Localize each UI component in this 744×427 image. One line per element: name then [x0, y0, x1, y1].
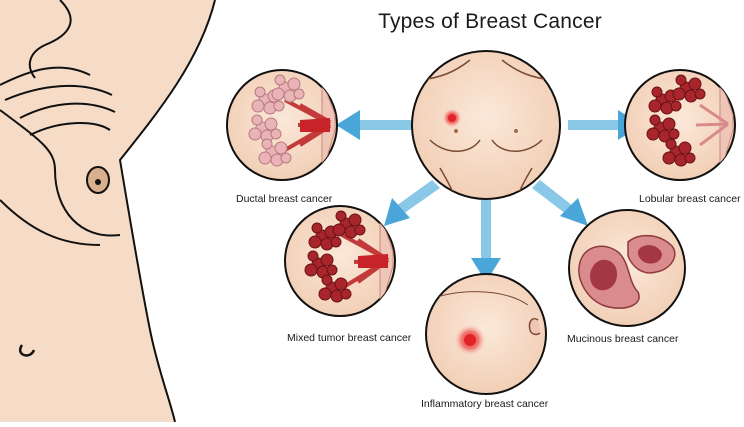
ductal-circle: [227, 70, 337, 180]
mucinous-circle: [569, 210, 685, 326]
label-inflammatory: Inflammatory breast cancer: [421, 398, 548, 410]
label-mucinous: Mucinous breast cancer: [567, 333, 678, 345]
label-ductal: Ductal breast cancer: [236, 193, 332, 205]
arrow-to-mucinous: [532, 180, 588, 226]
mixed-circle: [285, 206, 395, 316]
label-mixed-tumor: Mixed tumor breast cancer: [287, 332, 411, 344]
arrow-to-inflammatory: [471, 200, 501, 282]
lobular-circle: [625, 70, 735, 180]
inflammatory-circle: [426, 274, 546, 394]
arrow-to-mixed: [384, 180, 440, 226]
arrow-to-ductal: [336, 110, 412, 140]
body-figure: [0, 0, 215, 422]
center-torso-circle: [412, 51, 560, 200]
label-lobular: Lobular breast cancer: [639, 193, 744, 205]
diagram-title: Types of Breast Cancer: [330, 10, 650, 34]
